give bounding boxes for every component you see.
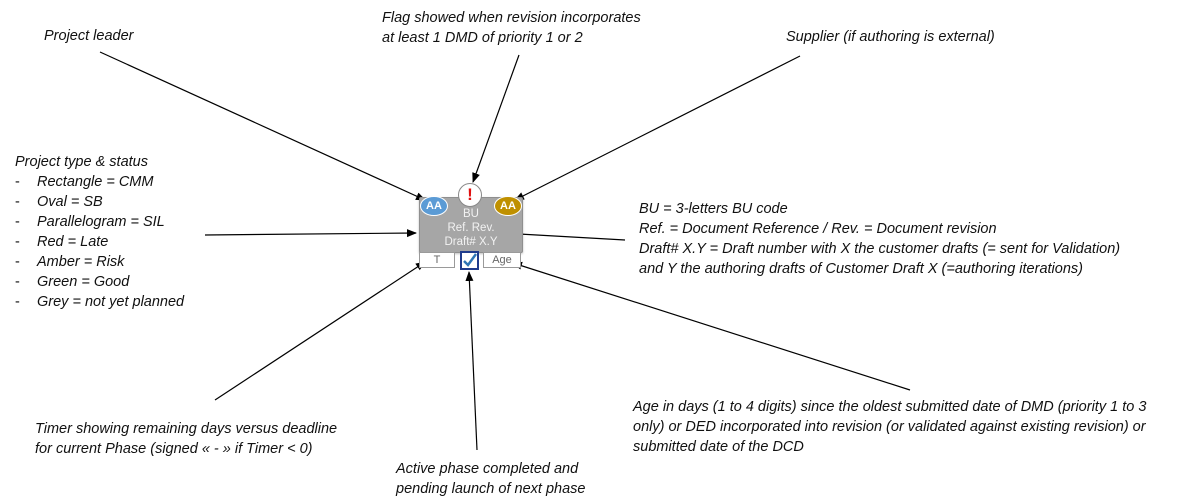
note-flag: Flag showed when revision incorporates a… bbox=[382, 8, 641, 48]
note-project-type: Project type & status Rectangle = CMM Ov… bbox=[15, 152, 184, 312]
list-item: Parallelogram = SIL bbox=[15, 212, 184, 232]
note-active-phase-line: pending launch of next phase bbox=[396, 481, 586, 497]
note-age-line: Age in days (1 to 4 digits) since the ol… bbox=[633, 399, 1147, 415]
note-flag-line: at least 1 DMD of priority 1 or 2 bbox=[382, 30, 583, 46]
project-type-list: Rectangle = CMM Oval = SB Parallelogram … bbox=[15, 172, 184, 312]
checkmark-icon bbox=[463, 253, 478, 267]
note-flag-line: Flag showed when revision incorporates bbox=[382, 10, 641, 26]
note-timer: Timer showing remaining days versus dead… bbox=[35, 419, 337, 459]
note-supplier: Supplier (if authoring is external) bbox=[786, 29, 995, 45]
list-item: Green = Good bbox=[15, 272, 184, 292]
list-item: Red = Late bbox=[15, 232, 184, 252]
age-box: Age bbox=[483, 252, 521, 268]
list-item: Grey = not yet planned bbox=[15, 292, 184, 312]
timer-box: T bbox=[419, 252, 455, 268]
note-bu-line: Ref. = Document Reference / Rev. = Docum… bbox=[639, 221, 997, 237]
card-draft: Draft# X.Y bbox=[444, 236, 498, 248]
list-item: Oval = SB bbox=[15, 192, 184, 212]
arrow-project-type bbox=[204, 229, 417, 238]
note-bu: BU = 3-letters BU code Ref. = Document R… bbox=[639, 199, 1120, 279]
list-item: Rectangle = CMM bbox=[15, 172, 184, 192]
arrow-active-phase bbox=[465, 271, 478, 451]
arrow-flag bbox=[472, 54, 520, 183]
note-active-phase: Active phase completed and pending launc… bbox=[396, 459, 585, 499]
phase-complete-checkbox[interactable] bbox=[460, 251, 479, 270]
priority-flag-icon: ! bbox=[458, 183, 482, 207]
note-age-line: only) or DED incorporated into revision … bbox=[633, 419, 1146, 435]
note-age: Age in days (1 to 4 digits) since the ol… bbox=[633, 397, 1146, 457]
note-bu-line: and Y the authoring drafts of Customer D… bbox=[639, 261, 1083, 277]
arrow-age bbox=[512, 261, 911, 391]
list-item: Amber = Risk bbox=[15, 252, 184, 272]
card-bu: BU bbox=[463, 208, 479, 220]
project-type-title: Project type & status bbox=[15, 154, 148, 170]
supplier-badge[interactable]: AA bbox=[494, 196, 522, 216]
note-bu-line: BU = 3-letters BU code bbox=[639, 201, 788, 217]
note-timer-line: for current Phase (signed « - » if Timer… bbox=[35, 441, 313, 457]
arrow-timer bbox=[214, 261, 426, 401]
note-timer-line: Timer showing remaining days versus dead… bbox=[35, 421, 338, 437]
note-bu-line: Draft# X.Y = Draft number with X the cus… bbox=[639, 241, 1121, 257]
project-leader-badge[interactable]: AA bbox=[420, 196, 448, 216]
arrow-project-leader bbox=[99, 51, 426, 201]
card-ref-rev: Ref. Rev. bbox=[447, 222, 495, 234]
note-age-line: submitted date of the DCD bbox=[633, 439, 804, 455]
note-project-leader: Project leader bbox=[44, 28, 134, 44]
arrow-supplier bbox=[514, 55, 801, 201]
note-active-phase-line: Active phase completed and bbox=[396, 461, 579, 477]
